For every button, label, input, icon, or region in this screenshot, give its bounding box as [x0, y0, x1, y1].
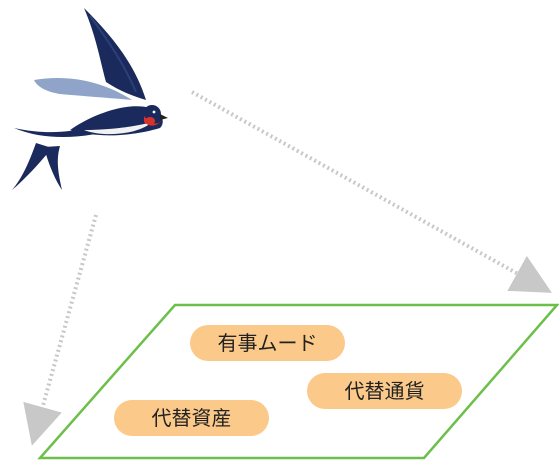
- label-yuji-mode-text: 有事ムード: [217, 331, 318, 355]
- label-alternative-assets-text: 代替資産: [151, 406, 232, 430]
- label-alternative-currency: 代替通貨: [307, 373, 462, 409]
- label-alternative-currency-text: 代替通貨: [344, 379, 425, 403]
- arrow-to-left-corner: [23, 214, 98, 446]
- arrow-to-right-corner: [191, 90, 552, 293]
- swallow-icon: [12, 8, 168, 190]
- label-yuji-mode: 有事ムード: [190, 325, 345, 361]
- label-alternative-assets: 代替資産: [114, 400, 269, 436]
